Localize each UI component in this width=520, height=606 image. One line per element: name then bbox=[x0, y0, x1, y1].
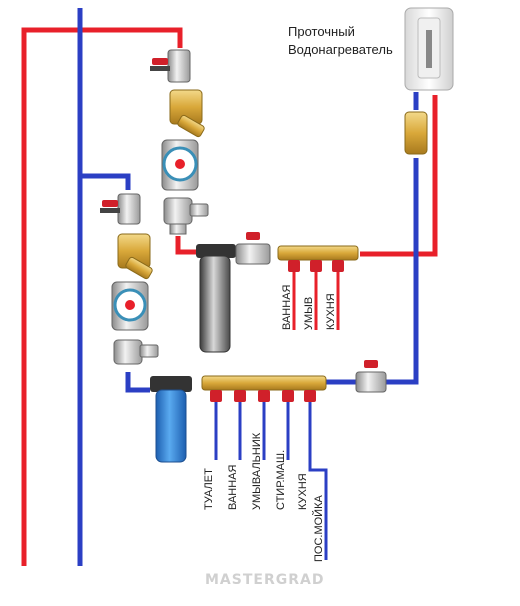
hot-ball-valve bbox=[150, 49, 191, 83]
cold-after-reducer bbox=[125, 372, 150, 393]
heater-label-line1: Проточный bbox=[288, 24, 355, 39]
heater-ball-valve bbox=[355, 360, 387, 393]
hot-outlet-label-2: УМЫВ bbox=[303, 297, 315, 330]
cold-outlet-lines bbox=[214, 402, 328, 560]
cold-outlet-label-5: КУХНЯ bbox=[297, 473, 309, 510]
watermark: MASTERGRAD bbox=[205, 572, 324, 588]
cold-outlet-label-3: УМЫВАЛЬНИК bbox=[251, 432, 263, 510]
cold-outlet-label-4: СТИР.МАШ. bbox=[275, 450, 287, 510]
hot-ball-valve-2 bbox=[235, 232, 271, 265]
hot-pressure-reducer bbox=[163, 197, 209, 235]
cold-big-filter bbox=[150, 376, 192, 463]
instant-water-heater bbox=[404, 7, 454, 91]
cold-branch bbox=[80, 173, 131, 190]
hot-to-heater bbox=[360, 95, 438, 257]
cold-manifold bbox=[201, 375, 327, 402]
cold-pressure-reducer bbox=[113, 339, 159, 365]
hot-outlet-lines bbox=[292, 272, 340, 330]
hot-cartridge-filter bbox=[196, 244, 236, 353]
hot-after-meter bbox=[175, 236, 200, 255]
cold-outlet-label-2: ВАННАЯ bbox=[227, 464, 239, 510]
cold-outlet-label-6: ПОС.МОЙКА bbox=[312, 495, 325, 562]
check-valve bbox=[404, 111, 428, 155]
cold-y-strainer bbox=[117, 233, 153, 280]
heater-label-line2: Водонагреватель bbox=[288, 42, 393, 57]
hot-manifold bbox=[277, 245, 359, 272]
cold-outlet-label-1: ТУАЛЕТ bbox=[203, 468, 215, 510]
hot-y-strainer bbox=[169, 89, 205, 138]
hot-riser bbox=[21, 27, 183, 566]
hot-pipes bbox=[21, 27, 438, 566]
hot-outlet-label-3: КУХНЯ bbox=[325, 293, 337, 330]
cold-water-meter bbox=[111, 281, 149, 331]
hot-outlet-label-1: ВАННАЯ bbox=[281, 284, 293, 330]
hot-water-meter bbox=[161, 139, 199, 191]
cold-ball-valve bbox=[100, 193, 141, 225]
